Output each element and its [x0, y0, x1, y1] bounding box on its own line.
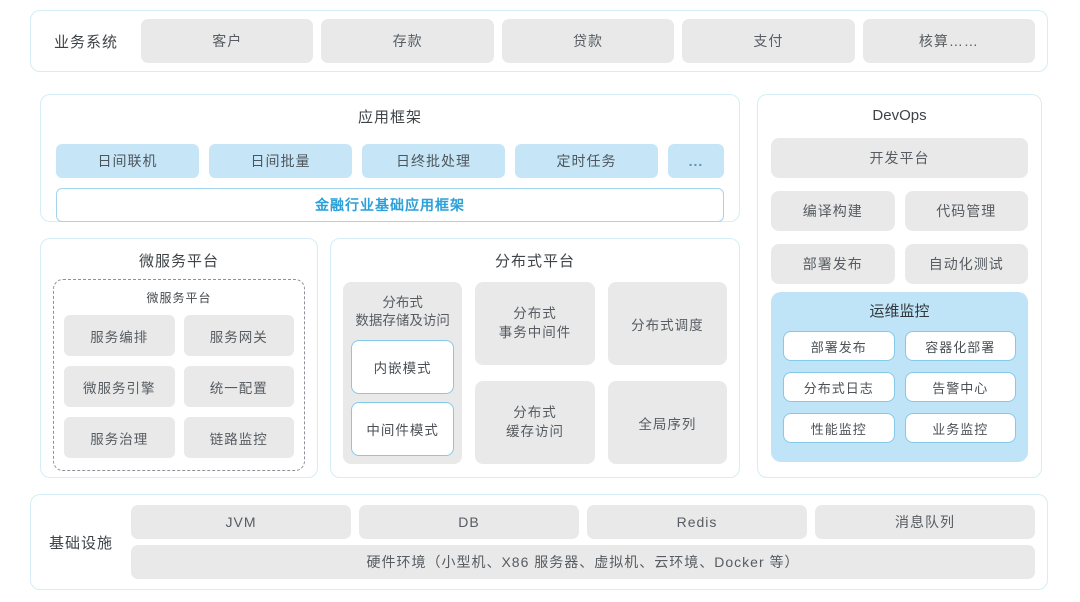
infra-db: DB [359, 505, 579, 539]
microservice-grid: 服务编排 服务网关 微服务引擎 统一配置 服务治理 链路监控 [64, 315, 294, 458]
distributed-platform-section: 分布式平台 分布式 数据存储及访问 内嵌模式 中间件模式 分布式 事务中间件 分… [330, 238, 740, 478]
ops-monitor-grid: 部署发布 容器化部署 分布式日志 告警中心 性能监控 业务监控 [783, 331, 1016, 443]
ms-microservice-engine: 微服务引擎 [64, 366, 175, 407]
app-framework-title: 应用框架 [357, 109, 422, 126]
dev-platform: 开发平台 [771, 138, 1028, 178]
module-eod-batch: 日终批处理 [362, 144, 505, 178]
monitor-distributed-log: 分布式日志 [783, 372, 895, 402]
tool-code-mgmt: 代码管理 [904, 191, 1028, 231]
infrastructure-row: JVM DB Redis 消息队列 [131, 505, 1035, 539]
embedded-mode: 内嵌模式 [351, 340, 455, 395]
business-item-deposit: 存款 [321, 19, 494, 63]
distributed-right-column: 分布式调度 全局序列 [607, 282, 727, 464]
microservice-platform-section: 微服务平台 微服务平台 服务编排 服务网关 微服务引擎 统一配置 服务治理 链路… [40, 238, 318, 478]
hardware-environment: 硬件环境（小型机、X86 服务器、虚拟机、云环境、Docker 等） [131, 545, 1035, 579]
microservice-inner-box: 微服务平台 服务编排 服务网关 微服务引擎 统一配置 服务治理 链路监控 [53, 279, 305, 471]
app-framework-modules: 日间联机 日间批量 日终批处理 定时任务 ... [56, 144, 724, 178]
business-item-accounting: 核算…… [862, 19, 1036, 63]
ms-service-gateway: 服务网关 [183, 315, 294, 356]
infra-jvm: JVM [131, 505, 351, 539]
monitor-alert-center: 告警中心 [904, 372, 1016, 402]
module-daytime-batch: 日间批量 [209, 144, 352, 178]
devops-title: DevOps [872, 107, 927, 124]
infrastructure-content: JVM DB Redis 消息队列 硬件环境（小型机、X86 服务器、虚拟机、云… [131, 505, 1035, 579]
distributed-middle-column: 分布式 事务中间件 分布式 缓存访问 [475, 282, 595, 464]
business-item-customer: 客户 [141, 19, 314, 63]
ms-service-governance: 服务治理 [64, 417, 175, 458]
microservice-inner-title: 微服务平台 [146, 291, 212, 305]
storage-modes: 内嵌模式 中间件模式 [351, 340, 455, 456]
infra-message-queue: 消息队列 [815, 505, 1035, 539]
monitor-business: 业务监控 [904, 413, 1016, 443]
distributed-scheduling: 分布式调度 [607, 282, 727, 365]
finance-base-framework: 金融行业基础应用框架 [56, 188, 724, 222]
business-systems-row: 客户 存款 贷款 支付 核算…… [141, 19, 1036, 63]
tool-build: 编译构建 [771, 191, 895, 231]
business-systems-label: 业务系统 [53, 33, 118, 51]
microservice-title: 微服务平台 [138, 253, 219, 270]
infrastructure-section: 基础设施 JVM DB Redis 消息队列 硬件环境（小型机、X86 服务器、… [30, 494, 1048, 590]
module-more: ... [668, 144, 724, 178]
devops-tools: 编译构建 代码管理 部署发布 自动化测试 [771, 191, 1028, 284]
ms-link-monitoring: 链路监控 [183, 417, 294, 458]
tool-auto-test: 自动化测试 [904, 244, 1028, 284]
infrastructure-label: 基础设施 [48, 534, 113, 552]
tool-deploy: 部署发布 [771, 244, 895, 284]
distributed-data-storage-label: 分布式 数据存储及访问 [355, 295, 450, 329]
monitor-container-deploy: 容器化部署 [904, 331, 1016, 361]
business-item-loan: 贷款 [501, 19, 675, 63]
monitor-performance: 性能监控 [783, 413, 895, 443]
app-framework-section: 应用框架 日间联机 日间批量 日终批处理 定时任务 ... 金融行业基础应用框架 [40, 94, 740, 222]
distributed-body: 分布式 数据存储及访问 内嵌模式 中间件模式 分布式 事务中间件 分布式 缓存访… [343, 282, 727, 464]
middleware-mode: 中间件模式 [351, 402, 455, 456]
distributed-title: 分布式平台 [494, 253, 575, 270]
distributed-cache-access: 分布式 缓存访问 [475, 381, 595, 464]
business-systems-section: 业务系统 客户 存款 贷款 支付 核算…… [30, 10, 1048, 72]
business-item-payment: 支付 [682, 19, 855, 63]
devops-section: DevOps 开发平台 编译构建 代码管理 部署发布 自动化测试 运维监控 部署… [757, 94, 1042, 478]
ops-monitor-panel: 运维监控 部署发布 容器化部署 分布式日志 告警中心 性能监控 业务监控 [771, 292, 1028, 462]
ms-service-orchestration: 服务编排 [64, 315, 175, 356]
distributed-data-storage-box: 分布式 数据存储及访问 内嵌模式 中间件模式 [343, 282, 463, 464]
ms-unified-config: 统一配置 [183, 366, 294, 407]
module-scheduled-task: 定时任务 [515, 144, 658, 178]
ops-monitor-title: 运维监控 [869, 303, 930, 320]
monitor-deploy-release: 部署发布 [783, 331, 895, 361]
global-sequence: 全局序列 [607, 381, 727, 464]
distributed-transaction-middleware: 分布式 事务中间件 [475, 282, 595, 365]
module-daytime-online: 日间联机 [56, 144, 199, 178]
infra-redis: Redis [587, 505, 807, 539]
